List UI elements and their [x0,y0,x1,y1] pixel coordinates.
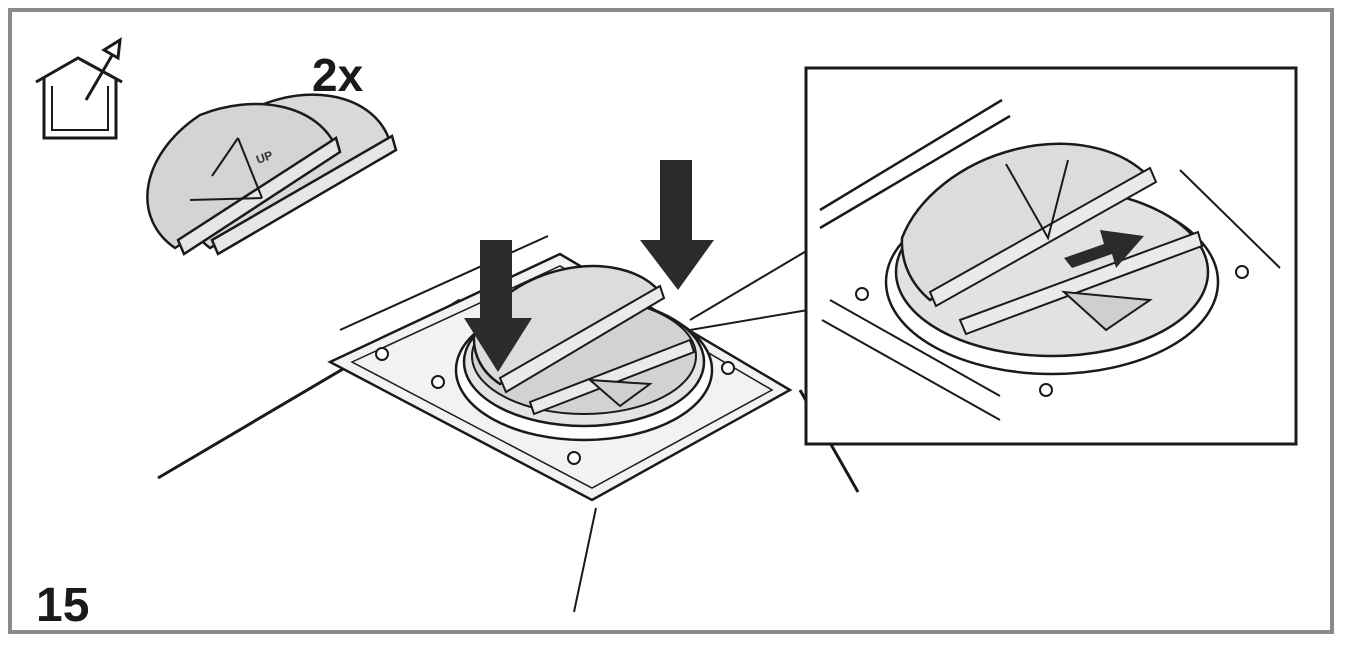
spare-flap-front: UP [146,102,342,256]
quantity-label: 2x [312,49,364,101]
external-venting-icon [35,37,123,140]
push-down-arrow-icon [640,160,714,290]
installed-flap [472,264,696,416]
step-number: 15 [36,579,90,632]
flap-marking-label: UP [254,148,274,167]
push-down-arrow-icon [464,240,532,372]
detail-inset [804,66,1298,446]
instruction-frame [8,8,1334,634]
callout-leader [689,249,809,331]
slide-arrow-icon [1064,230,1144,268]
